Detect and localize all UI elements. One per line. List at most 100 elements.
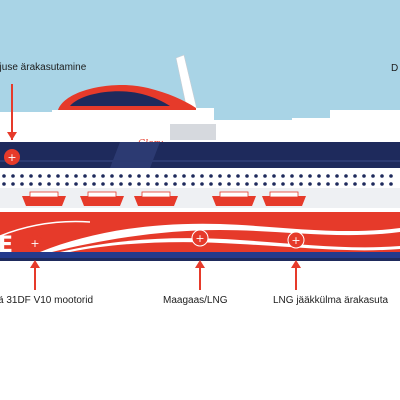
porthole — [110, 182, 114, 186]
lifeboat — [212, 191, 256, 206]
porthole — [263, 182, 267, 186]
porthole — [11, 174, 15, 178]
porthole — [335, 182, 339, 186]
lifeboat — [80, 191, 124, 206]
porthole — [362, 174, 366, 178]
porthole — [74, 174, 78, 178]
porthole — [245, 182, 249, 186]
porthole — [371, 182, 375, 186]
porthole — [290, 174, 294, 178]
ship-bow-letter: E — [0, 233, 13, 258]
porthole — [353, 182, 357, 186]
porthole — [344, 174, 348, 178]
porthole — [236, 182, 240, 186]
porthole — [326, 174, 330, 178]
marker-top-left: + — [4, 84, 20, 165]
lifeboat — [22, 191, 66, 206]
porthole — [119, 174, 123, 178]
porthole — [218, 174, 222, 178]
porthole — [119, 182, 123, 186]
porthole — [308, 174, 312, 178]
porthole — [137, 174, 141, 178]
porthole — [20, 174, 24, 178]
porthole — [56, 174, 60, 178]
porthole — [200, 174, 204, 178]
porthole — [155, 174, 159, 178]
porthole — [272, 182, 276, 186]
porthole — [56, 182, 60, 186]
porthole — [299, 182, 303, 186]
porthole — [128, 182, 132, 186]
porthole — [38, 182, 42, 186]
porthole — [371, 174, 375, 178]
porthole — [20, 182, 24, 186]
porthole — [164, 174, 168, 178]
porthole — [389, 182, 393, 186]
svg-text:+: + — [30, 237, 39, 250]
ship-dome — [52, 84, 202, 120]
porthole — [137, 182, 141, 186]
porthole — [227, 174, 231, 178]
porthole — [101, 174, 105, 178]
marker-bottom-2: + — [191, 229, 209, 290]
porthole — [254, 174, 258, 178]
porthole — [308, 182, 312, 186]
porthole — [2, 182, 6, 186]
lifeboat — [262, 191, 306, 206]
porthole — [155, 182, 159, 186]
porthole — [92, 174, 96, 178]
svg-text:+: + — [195, 232, 204, 245]
porthole — [182, 174, 186, 178]
porthole — [380, 182, 384, 186]
porthole — [29, 182, 33, 186]
porthole — [83, 174, 87, 178]
porthole — [290, 182, 294, 186]
porthole — [254, 182, 258, 186]
porthole — [164, 182, 168, 186]
porthole — [227, 182, 231, 186]
callout-label-engines: ä 31DF V10 mootorid — [0, 295, 94, 306]
porthole — [128, 174, 132, 178]
porthole — [11, 182, 15, 186]
lifeboat — [134, 191, 178, 206]
porthole — [362, 182, 366, 186]
porthole — [110, 174, 114, 178]
porthole — [146, 182, 150, 186]
ship-grey-panel — [170, 124, 216, 140]
porthole — [146, 174, 150, 178]
porthole — [209, 174, 213, 178]
porthole — [317, 182, 321, 186]
marker-bottom-1: + — [27, 235, 43, 290]
porthole — [101, 182, 105, 186]
porthole — [326, 182, 330, 186]
porthole — [380, 174, 384, 178]
porthole — [191, 182, 195, 186]
porthole — [353, 174, 357, 178]
svg-text:+: + — [7, 151, 16, 164]
porthole — [83, 182, 87, 186]
porthole — [65, 174, 69, 178]
callout-label-top-left: ojuse ärakasutamine — [0, 62, 87, 73]
porthole — [92, 182, 96, 186]
callout-label-lng: Maagaas/LNG — [163, 295, 228, 306]
porthole — [65, 182, 69, 186]
callout-label-top-right: D — [391, 63, 399, 74]
porthole — [47, 174, 51, 178]
porthole — [173, 174, 177, 178]
porthole — [47, 182, 51, 186]
callout-label-lng-cold: LNG jääkkülma ärakasuta — [273, 295, 389, 306]
porthole — [263, 174, 267, 178]
porthole — [182, 182, 186, 186]
porthole — [272, 174, 276, 178]
porthole — [236, 174, 240, 178]
porthole — [218, 182, 222, 186]
porthole — [281, 174, 285, 178]
porthole — [344, 182, 348, 186]
ship-lifeboat-deck — [0, 188, 400, 208]
porthole — [335, 174, 339, 178]
porthole — [317, 174, 321, 178]
porthole — [209, 182, 213, 186]
marker-bottom-3: + — [287, 231, 305, 290]
porthole — [200, 182, 204, 186]
